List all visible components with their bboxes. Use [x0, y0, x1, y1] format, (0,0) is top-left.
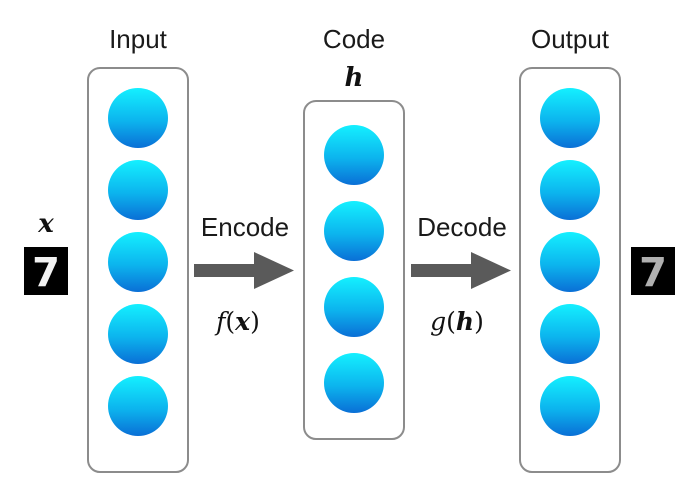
code-node-2 [324, 201, 384, 261]
output-layer-nodes [540, 88, 600, 436]
input-digit-image: 7 [24, 247, 68, 296]
input-layer-box [87, 67, 189, 473]
output-node-4 [540, 304, 600, 364]
encode-label: Encode [201, 212, 289, 242]
input-node-1 [108, 88, 168, 148]
output-layer-box [519, 67, 621, 473]
encode-func-name: f [214, 307, 229, 336]
output-node-5 [540, 376, 600, 436]
output-node-3 [540, 232, 600, 292]
input-digit: 7 [32, 250, 60, 296]
input-layer-nodes [108, 88, 168, 436]
code-layer-nodes [324, 125, 384, 413]
code-node-1 [324, 125, 384, 185]
output-digit: 7 [639, 250, 667, 296]
decode-func-name: g [430, 307, 446, 336]
code-layer-title: Code [323, 24, 385, 54]
output-digit-image: 7 [631, 247, 675, 296]
output-node-1 [540, 88, 600, 148]
output-node-2 [540, 160, 600, 220]
input-node-3 [108, 232, 168, 292]
encode-func-arg: x [234, 307, 251, 336]
input-node-4 [108, 304, 168, 364]
output-layer-title: Output [531, 24, 610, 54]
encode-arrow [194, 252, 294, 289]
code-node-4 [324, 353, 384, 413]
decode-arrow [411, 252, 511, 289]
code-layer-box [303, 100, 405, 440]
code-symbol: h [345, 63, 364, 93]
input-node-2 [108, 160, 168, 220]
decode-function: g(h) [430, 307, 484, 336]
input-symbol: x [37, 209, 54, 239]
decode-label: Decode [417, 212, 507, 242]
code-node-3 [324, 277, 384, 337]
decode-func-arg: h [456, 307, 474, 336]
encode-function: f(x) [214, 307, 260, 336]
input-node-5 [108, 376, 168, 436]
input-layer-title: Input [109, 24, 168, 54]
